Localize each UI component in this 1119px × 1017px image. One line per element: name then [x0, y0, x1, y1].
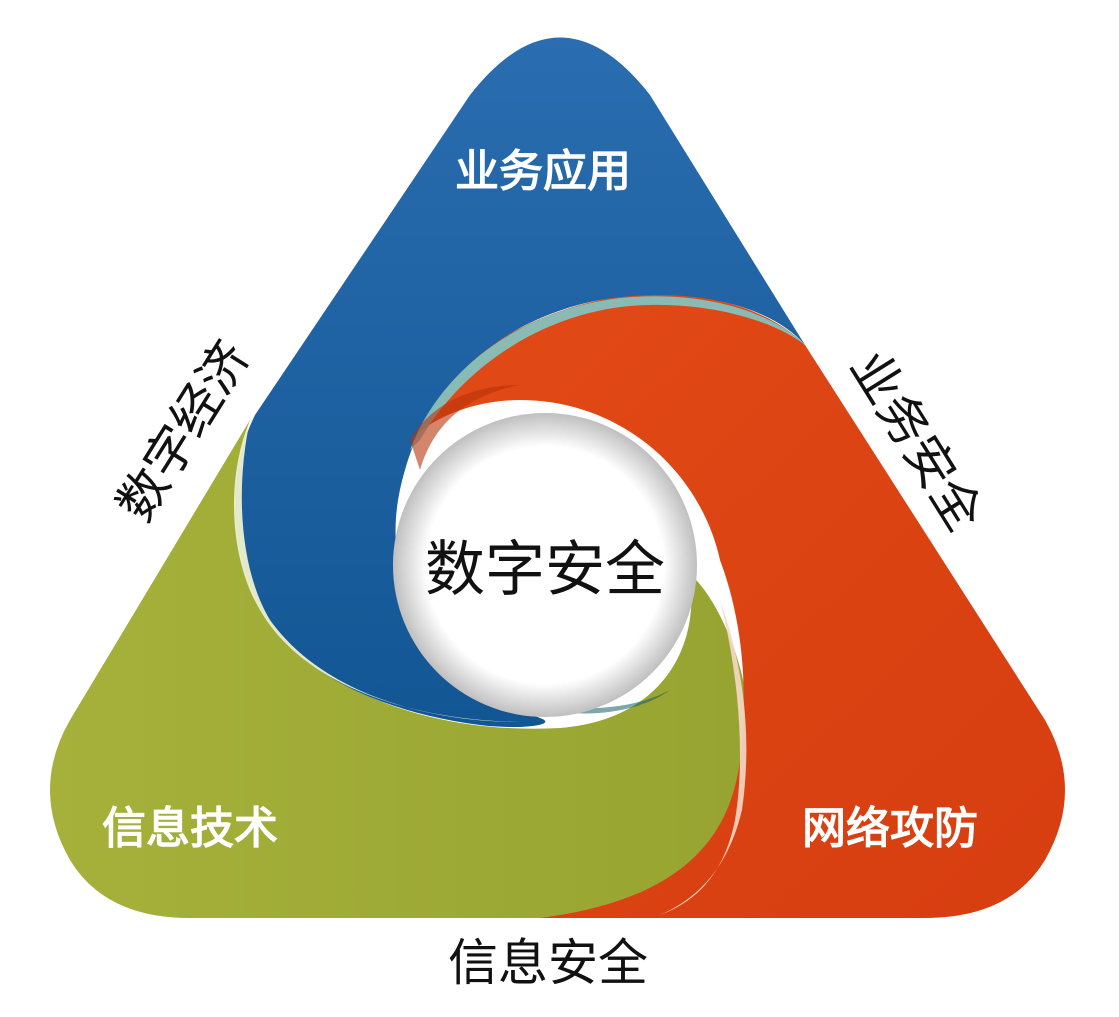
segment-label-left: 信息技术	[102, 803, 278, 854]
segment-red-network-defense	[410, 294, 1065, 918]
center-label: 数字安全	[425, 535, 665, 605]
swirl-red-inner	[410, 385, 520, 470]
segment-label-right: 网络攻防	[802, 803, 978, 854]
center-circle-shadow	[393, 413, 697, 717]
segment-label-top: 业务应用	[455, 146, 631, 197]
edge-label-bottom: 信息安全	[448, 934, 648, 992]
segment-blue-business-app	[235, 37, 805, 728]
segment-green-info-tech	[50, 420, 752, 918]
